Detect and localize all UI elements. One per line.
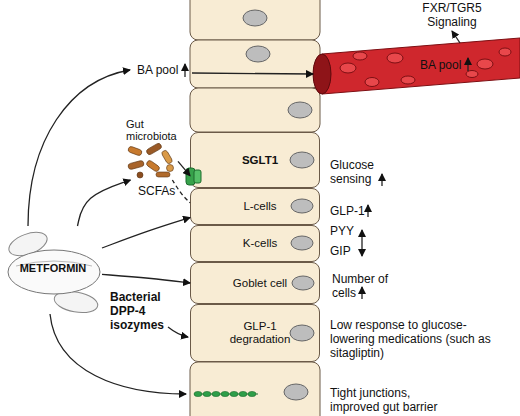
blood-vessel-part	[340, 63, 356, 73]
cell-nucleus	[291, 236, 313, 250]
arrow-connector	[78, 180, 131, 226]
node-text: K-cells	[243, 237, 278, 250]
increase-arrow	[361, 287, 362, 299]
blood-vessel-part	[387, 53, 403, 63]
tight-junction	[194, 391, 258, 396]
arrow-connector	[102, 218, 190, 248]
annotation-text: Number of cells	[332, 272, 394, 300]
cell-nuclei	[243, 10, 314, 400]
annotation-text: GIP	[330, 244, 360, 258]
annotation-text: Bacterial DPP-4 isozymes	[110, 290, 172, 332]
epithelial-cell	[190, 40, 320, 88]
annotation-text: FXR/TGR5 Signaling	[412, 1, 492, 29]
arrow-connector	[178, 161, 190, 175]
drug-pills-part	[8, 250, 100, 294]
epithelial-cells	[190, 0, 320, 416]
arrow-connector	[102, 274, 190, 283]
sglt1-transporter	[186, 168, 201, 185]
node-text: METFORMIN	[20, 262, 87, 274]
blood-vessel-part	[365, 78, 379, 87]
bacteria-cluster-part	[127, 146, 142, 156]
epithelial-cell	[190, 362, 320, 416]
bacteria-cluster-part	[127, 160, 144, 170]
node-text: L-cells	[243, 200, 276, 213]
annotation-text: BA pool	[137, 63, 185, 77]
blood-vessel-part	[499, 48, 511, 56]
annotation-text: Tight junctions, improved gut barrier	[330, 386, 460, 414]
increase-arrow	[367, 205, 368, 217]
increase-arrow	[467, 58, 468, 71]
cell-nucleus	[290, 325, 314, 341]
bacteria-cluster: Gut microbiota	[122, 118, 178, 180]
cell-nucleus	[291, 199, 313, 213]
annotation-text: PYY	[330, 224, 360, 238]
change-arrow	[361, 230, 362, 256]
epithelial-cell	[190, 0, 320, 40]
cell-nucleus	[288, 102, 312, 118]
cell-nucleus	[290, 152, 314, 168]
cell-nucleus	[246, 46, 270, 62]
junction-bead	[239, 391, 247, 396]
blood-vessel-outline	[300, 36, 520, 96]
increase-arrow	[184, 64, 185, 77]
junction-bead	[203, 391, 211, 396]
cell-nucleus	[243, 10, 267, 26]
blood-vessel: BA pool	[300, 36, 520, 96]
transporter-part	[194, 170, 201, 183]
node-text: GLP-1 degradation	[227, 320, 293, 346]
cell-nucleus	[284, 384, 308, 400]
junction-bead	[212, 391, 220, 396]
blood-vessel-part	[353, 52, 367, 60]
bacteria-cluster-part	[167, 165, 174, 172]
edge-label: SCFAs	[138, 184, 175, 198]
blood-vessel-part	[477, 59, 493, 69]
node-text: Gut microbiota	[126, 118, 180, 142]
junction-bead	[248, 391, 256, 396]
annotation-text: Glucose sensing	[330, 158, 388, 186]
blood-vessel-part	[466, 71, 478, 78]
dpp4-arrow	[168, 327, 188, 337]
cell-nucleus	[292, 276, 314, 290]
bacteria-cluster-part	[146, 142, 163, 155]
signaling-arrow	[452, 31, 460, 43]
ba-transport-arrow	[192, 73, 313, 74]
blood-vessel-part	[322, 38, 520, 94]
annotation-text: Low response to glucose-lowering medicat…	[330, 318, 500, 360]
epithelial-cell	[190, 88, 320, 132]
node-text: SGLT1	[242, 154, 278, 167]
node-text: BA pool	[420, 58, 461, 72]
node-text: Goblet cell	[233, 277, 287, 290]
annotation-text: GLP-1	[330, 204, 370, 218]
drug-pills: METFORMIN	[4, 226, 102, 314]
blood-vessel-part	[313, 54, 331, 94]
increase-arrow	[381, 174, 382, 186]
junction-bead	[230, 391, 238, 396]
blood-vessel-part	[401, 76, 415, 84]
bacteria-cluster-part	[137, 172, 143, 178]
metformin-ba-arrow	[28, 70, 130, 226]
bacteria-cluster-part	[146, 160, 161, 173]
junction-bead	[221, 391, 229, 396]
bacteria-cluster-part	[156, 172, 170, 177]
junction-bead	[194, 391, 202, 396]
bacteria-cluster-part	[161, 149, 173, 164]
